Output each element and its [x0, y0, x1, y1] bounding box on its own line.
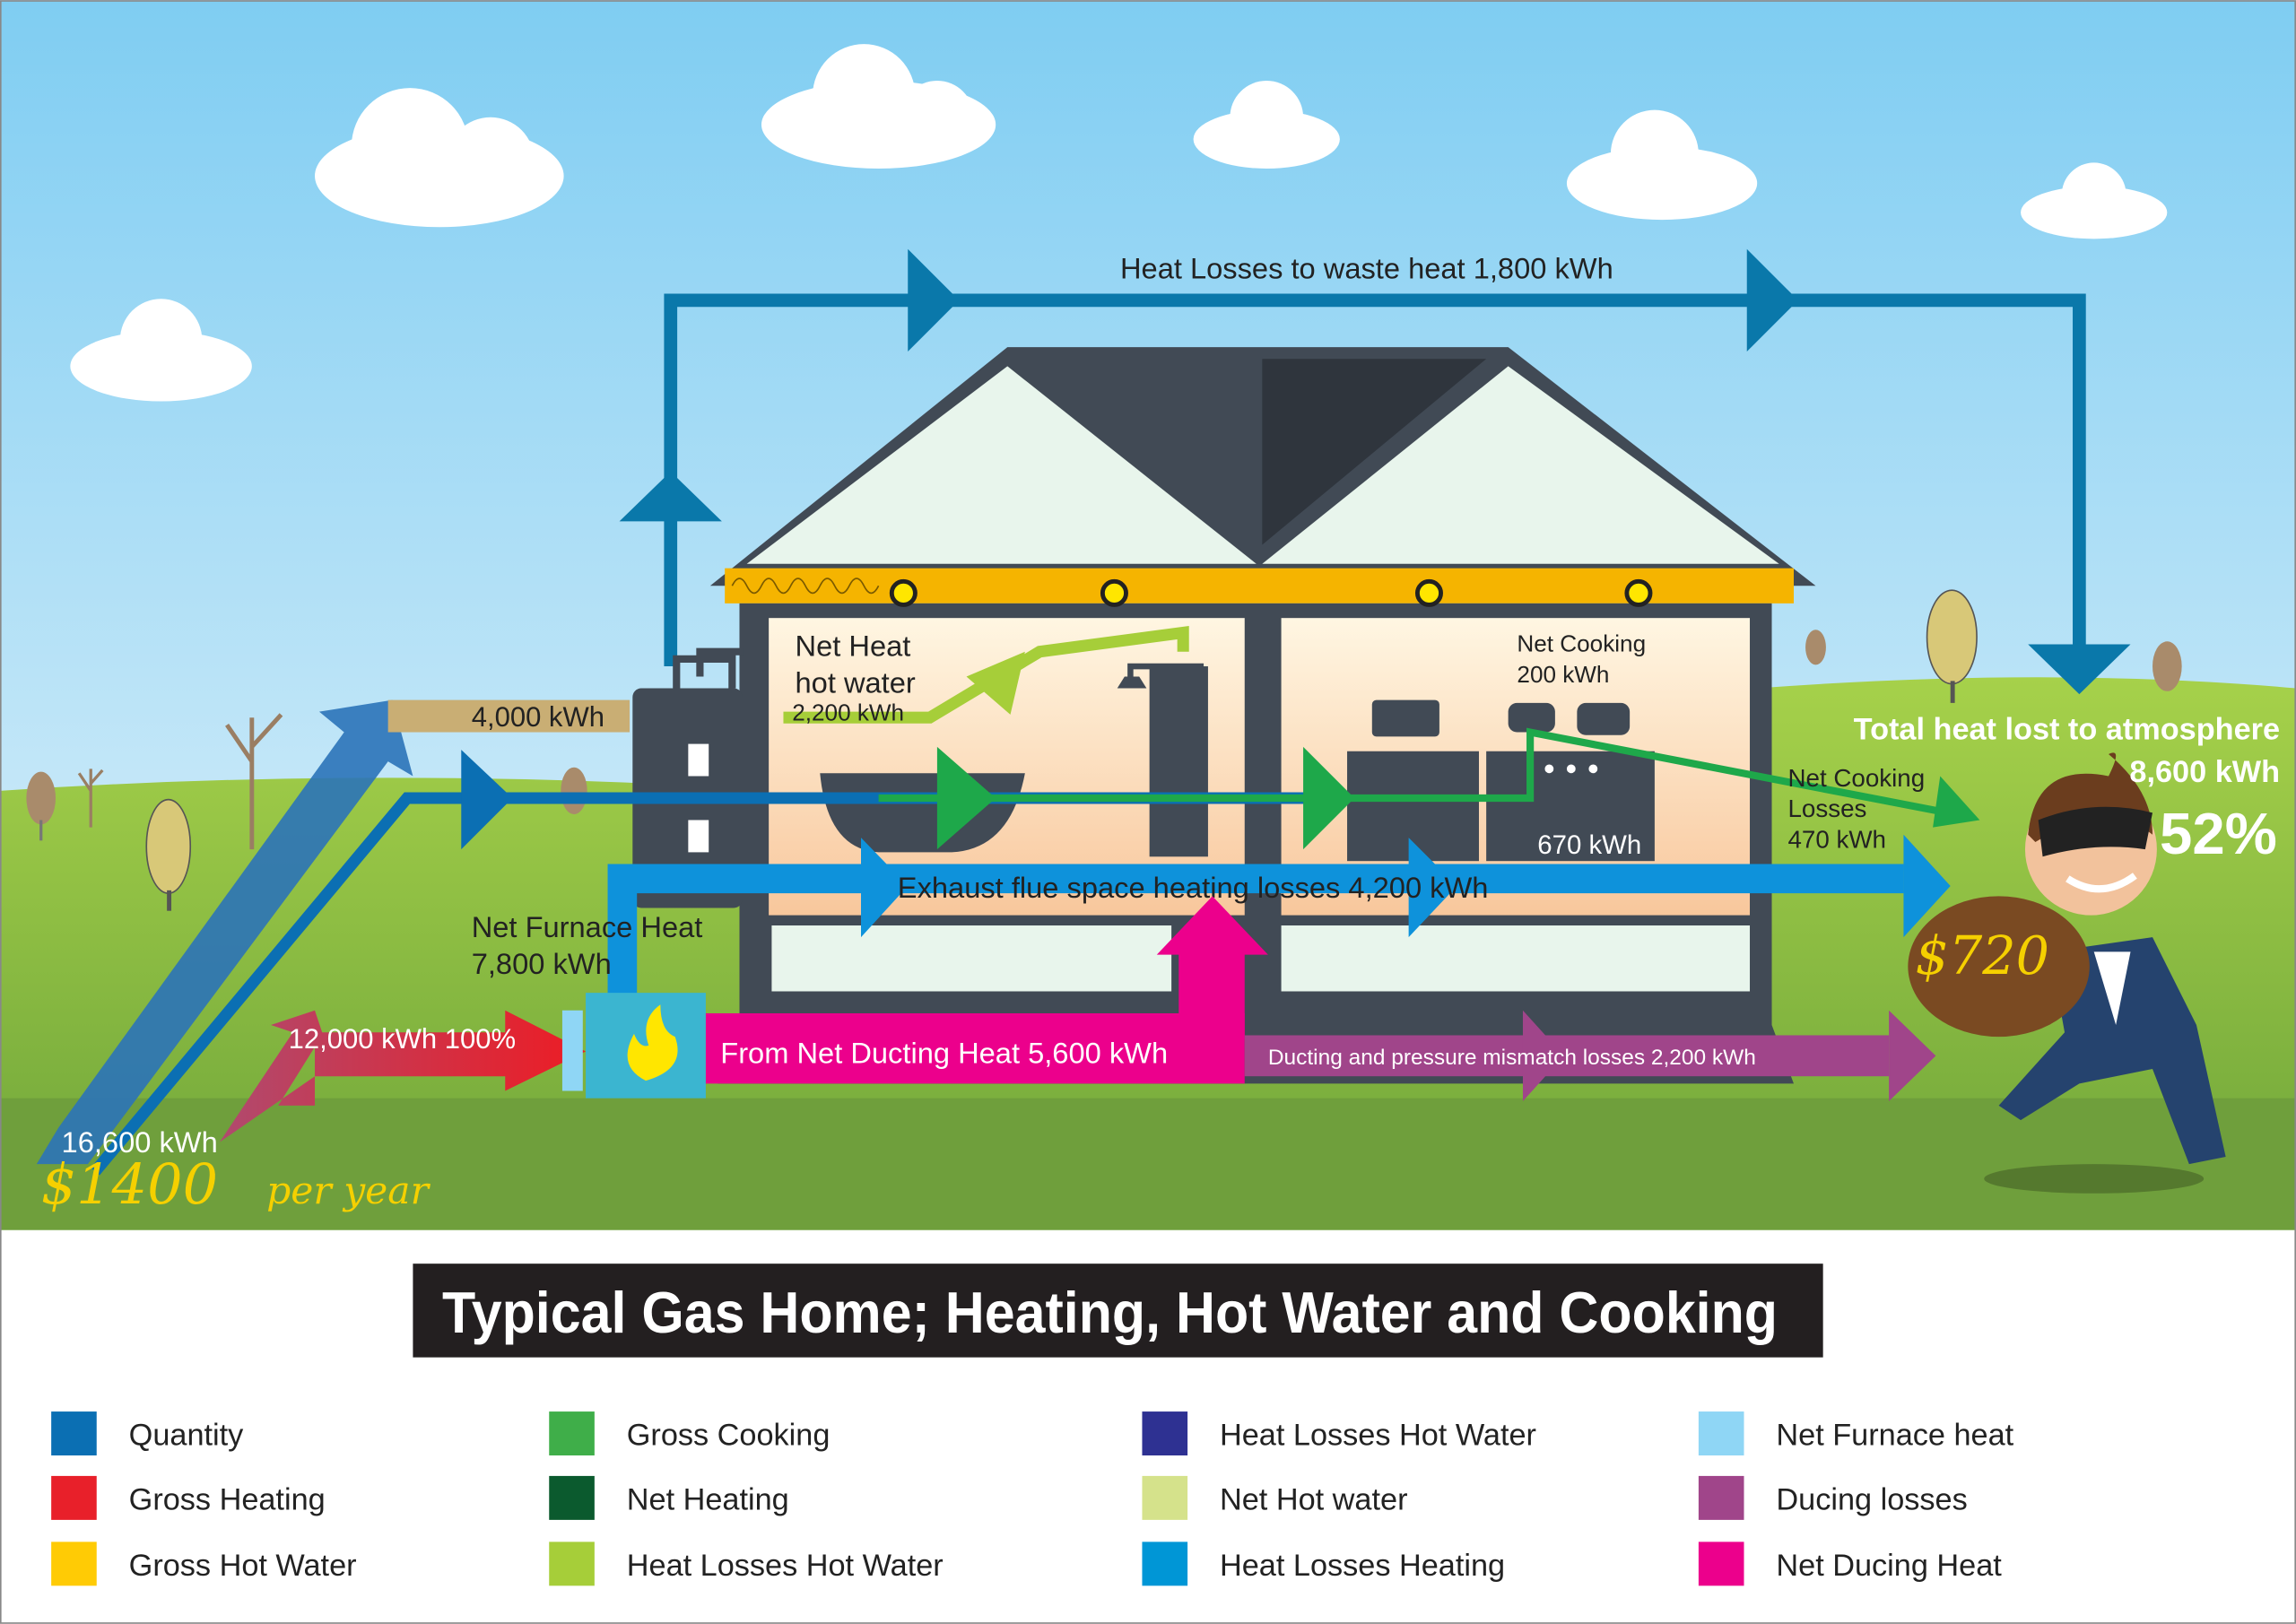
legend-item: Heat Losses Hot Water	[1142, 1411, 1536, 1456]
page-title: Typical Gas Home; Heating, Hot Water and…	[442, 1280, 1778, 1345]
pot-icon	[1577, 702, 1631, 735]
net-cooking-value: 200 kWh	[1517, 661, 1609, 688]
legend-item: Gross Heating	[51, 1475, 326, 1520]
legend-label: Heat Losses Hot Water	[1220, 1419, 1536, 1453]
net-heat-hot-water-value: 2,200 kWh	[792, 699, 904, 725]
total-quantity-label: 16,600 kWh	[62, 1125, 218, 1159]
legend-swatch	[1142, 1541, 1188, 1586]
stolen-amount: $720	[1916, 925, 2050, 986]
shower-icon	[1149, 666, 1208, 857]
legend-item: Gross Cooking	[549, 1411, 831, 1456]
net-cooking-losses-label-2: Losses	[1787, 795, 1866, 822]
legend-item: Ducing losses	[1698, 1475, 1968, 1520]
net-cooking-label: Net Cooking	[1517, 630, 1646, 657]
gross-quantity-label: 4,000 kWh	[472, 701, 604, 733]
pot-icon	[1508, 702, 1555, 733]
net-hot-water-arrow	[783, 626, 1189, 724]
net-cooking-losses-label: Net Cooking	[1787, 764, 1925, 792]
total-lost-value: 8,600 kWh	[2129, 755, 2280, 789]
legend-label: Gross Hot Water	[129, 1549, 357, 1583]
light-bulb-icons	[889, 578, 1653, 607]
flame-icon	[627, 1004, 678, 1081]
title-banner	[413, 1264, 1823, 1358]
waste-heat-label: Heat Losses to waste heat 1,800 kWh	[1120, 251, 1613, 284]
legend-item: Net Heating	[549, 1475, 789, 1520]
legend-swatch	[1698, 1475, 1744, 1520]
exhaust-arrow	[607, 834, 1951, 996]
legend-label: Net Hot water	[1220, 1482, 1407, 1516]
net-ducting-label: From Net Ducting Heat 5,600 kWh	[720, 1036, 1168, 1069]
gross-heating-arrow	[219, 1010, 587, 1142]
ducting-losses-label: Ducting and pressure mismatch losses 2,2…	[1268, 1046, 1756, 1070]
net-furnace-label: Net Furnace Heat	[472, 910, 703, 943]
ground-strip	[0, 1098, 2296, 1230]
thief-illustration	[1908, 752, 2226, 1194]
legend-item: Net Ducing Heat	[1698, 1541, 2002, 1586]
net-heat-hot-water-label-2: hot water	[796, 665, 916, 699]
legend-label: Heat Losses Hot Water	[627, 1549, 944, 1583]
legend-label: Ducing losses	[1776, 1482, 1967, 1516]
legend-item: Heat Losses Heating	[1142, 1541, 1505, 1586]
legend-swatch	[51, 1541, 97, 1586]
legend-swatch	[1698, 1541, 1744, 1586]
legend-swatch	[549, 1541, 595, 1586]
legend-swatch	[549, 1411, 595, 1456]
legend-swatch	[1698, 1411, 1744, 1456]
per-year-label: per year	[266, 1169, 430, 1213]
legend-swatch	[1142, 1411, 1188, 1456]
legend-label: Heat Losses Heating	[1220, 1549, 1505, 1583]
gross-heating-label: 12,000 kWh 100%	[289, 1023, 516, 1055]
legend-swatch	[51, 1475, 97, 1520]
legend-swatch	[549, 1475, 595, 1520]
clouds	[70, 44, 2168, 402]
legend-label: Net Ducing Heat	[1776, 1549, 2002, 1583]
ducting-losses-arrow	[1244, 1010, 1936, 1101]
legend-item: Quantity	[51, 1411, 244, 1456]
legend-label: Gross Cooking	[627, 1419, 831, 1453]
legend-swatch	[51, 1411, 97, 1456]
legend-item: Net Hot water	[1142, 1475, 1407, 1520]
net-heat-hot-water-label: Net Heat	[796, 630, 911, 663]
legend-item: Net Furnace heat	[1698, 1411, 2014, 1456]
legend-label: Gross Heating	[129, 1482, 326, 1516]
total-lost-percent: 52%	[2160, 801, 2277, 866]
legend-item: Gross Hot Water	[51, 1541, 357, 1586]
microwave-icon	[1371, 699, 1439, 737]
total-lost-label: Total heat lost to atmosphere	[1854, 713, 2280, 747]
annual-cost: $1400	[41, 1151, 218, 1217]
net-cooking-losses-value: 470 kWh	[1787, 826, 1886, 854]
furnace	[586, 993, 706, 1099]
legend-label: Net Heating	[627, 1482, 789, 1516]
legend-swatch	[1142, 1475, 1188, 1520]
legend-label: Net Furnace heat	[1776, 1419, 2013, 1453]
waste-heat-loop-arrow	[619, 248, 2131, 695]
exhaust-label: Exhaust flue space heating losses 4,200 …	[898, 871, 1489, 904]
legend-label: Quantity	[129, 1419, 244, 1453]
cooking-670-label: 670 kWh	[1537, 830, 1641, 860]
net-furnace-value: 7,800 kWh	[472, 947, 612, 980]
net-ducting-arrow	[705, 896, 1268, 1084]
legend-item: Heat Losses Hot Water	[549, 1541, 944, 1586]
cooking-arrow	[878, 727, 1980, 850]
